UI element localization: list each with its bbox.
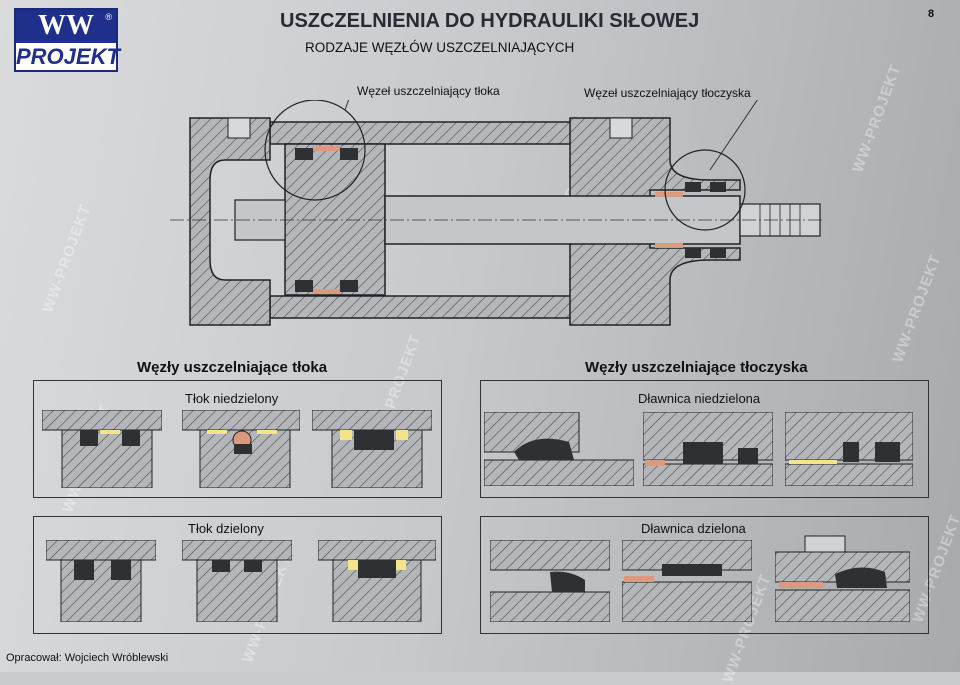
seal-detail [42,410,162,488]
seal-detail [622,540,752,622]
front-port [609,117,633,139]
seal-detail [318,540,436,622]
logo-top-text: WW [38,10,94,41]
rod-seal [685,182,701,192]
piston-guide-ring [313,289,340,294]
seal-detail [484,412,634,486]
piston-seal [295,280,313,292]
rod-seal [710,182,726,192]
rod-seal [685,248,701,258]
rod-divided-caption: Dławnica dzielona [641,521,746,536]
piston-section-title: Węzły uszczelniające tłoka [137,359,328,376]
seal-detail [182,410,300,488]
rod-guide-ring [655,192,683,197]
author-credit: Opracował: Wojciech Wróblewski [6,652,169,664]
piston-node-label: Węzeł uszczelniający tłoka [357,84,500,98]
seal-detail [643,412,773,486]
cylinder-cross-section [170,100,825,326]
rod-undivided-caption: Dławnica niedzielona [638,391,761,406]
rod-guide-ring [655,243,683,248]
seal-detail [46,540,156,622]
rod-section-title: Węzły uszczelniające tłoczyska [585,359,808,376]
piston-undivided-panel [33,380,442,498]
piston-divided-caption: Tłok dzielony [188,521,264,536]
seal-detail [785,412,913,486]
piston-undivided-caption: Tłok niedzielony [185,391,279,406]
barrel-bottom [269,295,591,319]
rod-divided-panel [480,516,929,634]
piston-guide-ring [313,146,340,151]
piston-callout-leader [344,100,350,111]
rod-callout-leader [709,100,758,171]
page-title: USZCZELNIENIA DO HYDRAULIKI SIŁOWEJ [280,10,700,32]
seal-detail [775,535,910,622]
front-head [569,117,741,326]
rod-node-label: Węzeł uszczelniający tłoczyska [584,86,751,100]
rod-undivided-panel [480,380,929,498]
ww-projekt-logo: WW ® PROJEKT [14,8,120,72]
page-number: 8 [928,8,935,20]
rear-port [227,117,251,139]
logo-bottom-text: PROJEKT [16,43,120,70]
page-subtitle: RODZAJE WĘZŁÓW USZCZELNIAJĄCYCH [305,40,575,55]
seal-detail [312,410,432,488]
seal-detail [182,540,292,622]
rod-node-callout-circle [664,149,746,231]
piston-seal [295,148,313,160]
rod-seal [710,248,726,258]
piston [284,143,386,296]
piston-seal [340,148,358,160]
seal-detail [490,540,610,622]
barrel-top [269,121,591,145]
logo-registered-mark: ® [105,12,112,22]
piston-seal [340,280,358,292]
rear-end-cap [189,117,271,326]
piston-divided-panel [33,516,442,634]
piston-node-callout-circle [264,100,366,201]
